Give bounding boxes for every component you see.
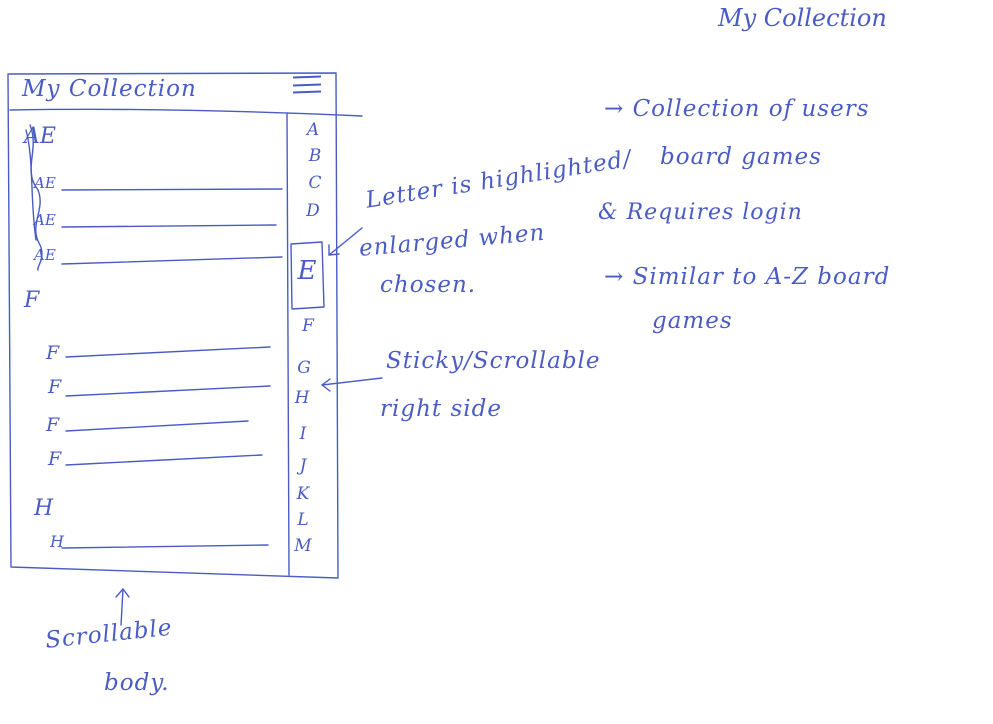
list-item-letter[interactable]: F [48, 376, 62, 398]
index-letter-i[interactable]: I [299, 424, 307, 444]
index-letter-g[interactable]: G [297, 358, 311, 378]
row-line [65, 346, 271, 358]
sticky-arrow [321, 377, 383, 386]
row-line [65, 454, 263, 466]
list-item-letter[interactable]: F [46, 414, 60, 436]
row-line [61, 544, 269, 549]
sticky-note-line1: Sticky/Scrollable [386, 348, 601, 374]
app-header-title: My Collection [22, 76, 197, 102]
scroll-arrow-head [115, 588, 130, 598]
list-item-letter[interactable]: AE [34, 174, 56, 192]
index-letter-b[interactable]: B [308, 146, 322, 166]
phone-header-divider [9, 108, 363, 117]
list-item-letter[interactable]: AE [34, 211, 56, 229]
list-item-letter[interactable]: AE [34, 246, 56, 264]
index-letter-d[interactable]: D [306, 201, 320, 221]
login-note: & Requires login [598, 200, 803, 225]
active-letter-box [290, 241, 325, 310]
sticky-arrow-head [321, 378, 331, 392]
index-letter-a[interactable]: A [306, 120, 320, 140]
index-divider [286, 112, 290, 576]
index-letter-c[interactable]: C [308, 173, 322, 193]
similar-note-line1: → Similar to A-Z board [604, 264, 891, 290]
list-item-letter[interactable]: H [50, 532, 64, 551]
section-header: AE [24, 124, 56, 149]
sticky-note-line2: right side [380, 396, 502, 422]
scribble [29, 124, 43, 271]
index-letter-e-active[interactable]: E [297, 256, 317, 286]
highlight-note-line3: chosen. [380, 272, 477, 298]
index-letter-l[interactable]: L [297, 510, 309, 530]
page-title: My Collection [718, 4, 887, 32]
list-item-letter[interactable]: F [46, 342, 60, 364]
highlight-arrow [328, 227, 363, 256]
row-line [65, 385, 271, 397]
highlight-arrow-head [328, 244, 340, 256]
index-letter-j[interactable]: J [299, 456, 307, 476]
scribble [25, 129, 37, 241]
row-line [61, 188, 283, 191]
scroll-note-line2: body. [104, 670, 170, 696]
section-header: H [34, 496, 54, 521]
scroll-arrow [120, 588, 124, 626]
index-letter-f[interactable]: F [302, 316, 314, 336]
index-letter-h[interactable]: H [294, 388, 310, 408]
phone-frame [7, 72, 339, 579]
row-line [61, 224, 277, 228]
collection-note-line1: → Collection of users [604, 96, 870, 122]
index-letter-m[interactable]: M [294, 536, 312, 556]
row-line [61, 256, 283, 265]
list-item-letter[interactable]: F [48, 448, 62, 470]
similar-note-line2: games [652, 308, 733, 334]
row-line [65, 420, 249, 432]
collection-note-line2: board games [660, 144, 822, 170]
section-header: F [24, 288, 40, 313]
hamburger-menu-icon[interactable] [292, 75, 322, 100]
index-letter-k[interactable]: K [296, 484, 310, 504]
